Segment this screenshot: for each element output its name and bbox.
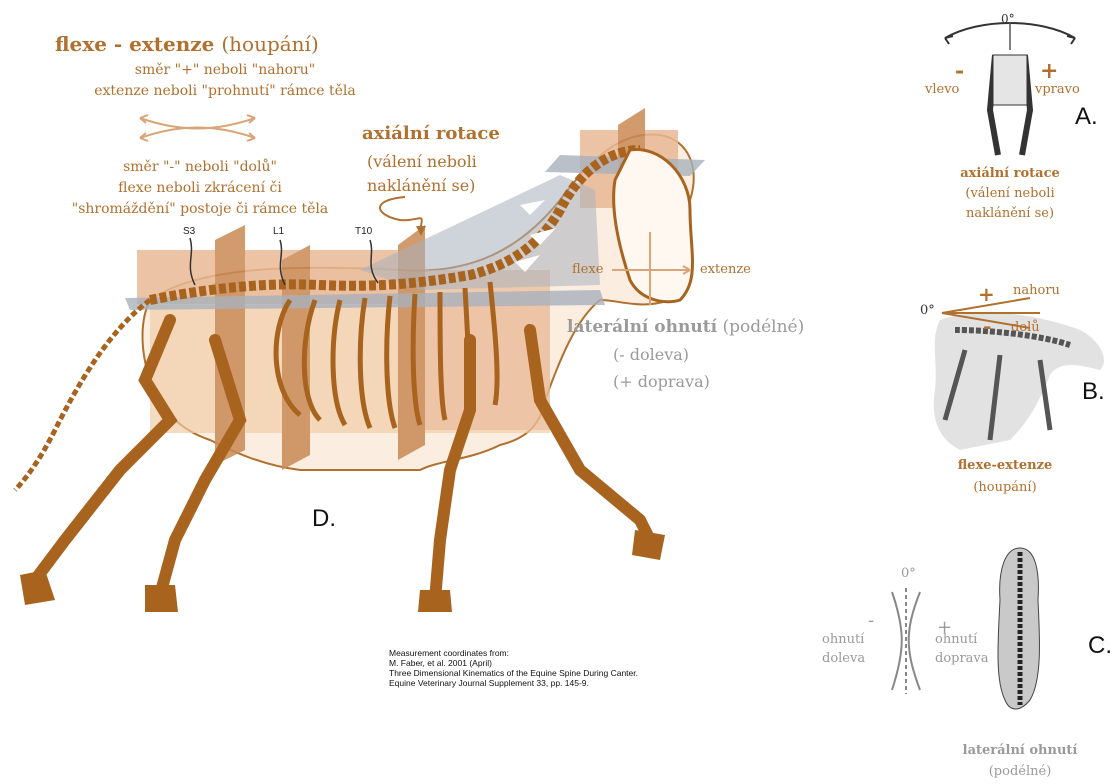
label-c: C. <box>1088 632 1112 660</box>
label-d: D. <box>312 505 336 533</box>
spine-label-t10: T10 <box>355 226 372 237</box>
citation: Measurement coordinates from: M. Faber, … <box>389 648 749 688</box>
panel-b-minus: - <box>983 314 991 338</box>
label-b: B. <box>1082 378 1105 406</box>
panel-c-left: ohnutí doleva <box>822 630 865 668</box>
flex-ext-minus-line1: směr "-" neboli "dolů" <box>20 157 380 178</box>
flex-ext-minus-line2: flexe neboli zkrácení či <box>20 178 380 199</box>
citation-line-3: Three Dimensional Kinematics of the Equi… <box>389 668 749 678</box>
citation-line-4: Equine Veterinary Journal Supplement 33,… <box>389 678 749 688</box>
lateral-left: (- doleva) <box>613 345 689 364</box>
panel-a-plus: + <box>1040 58 1058 84</box>
panel-c-right2: doprava <box>935 649 989 668</box>
lateral-right: (+ doprava) <box>613 372 710 391</box>
head-flexe: flexe <box>572 262 603 277</box>
panel-b-paren: (houpání) <box>935 477 1075 499</box>
panel-b-title: flexe-extenze <box>935 455 1075 477</box>
panel-b-caption: flexe-extenze (houpání) <box>935 455 1075 499</box>
axial-line1: (válení neboli <box>367 150 477 174</box>
panel-c-right: ohnutí doprava <box>935 630 989 668</box>
spine-label-s3: S3 <box>183 226 195 237</box>
flex-ext-minus: směr "-" neboli "dolů" flexe neboli zkrá… <box>20 157 380 220</box>
panel-c-title: laterální ohnutí <box>950 740 1090 761</box>
label-a: A. <box>1075 103 1098 131</box>
head-extenze: extenze <box>700 262 751 277</box>
flex-ext-plus: směr "+" neboli "nahoru" extenze neboli … <box>40 60 410 102</box>
panel-c-zero: 0° <box>901 566 916 581</box>
panel-c-left1: ohnutí <box>822 630 865 649</box>
panel-c-right1: ohnutí <box>935 630 989 649</box>
flex-ext-plus-line1: směr "+" neboli "nahoru" <box>40 60 410 81</box>
flex-ext-plus-line2: extenze neboli "prohnutí" rámce těla <box>40 81 410 102</box>
axial-title: axiální rotace <box>362 123 500 144</box>
panel-b-zero: 0° <box>920 303 935 318</box>
panel-c-caption: laterální ohnutí (podélné) <box>950 740 1090 782</box>
panel-a-minus: - <box>955 58 964 84</box>
panel-b-down: dolů <box>1011 320 1040 335</box>
flex-ext-minus-line3: "shromáždění" postoje či rámce těla <box>20 199 380 220</box>
axial-sub: (válení neboli naklánění se) <box>367 150 477 198</box>
hooves <box>20 530 665 612</box>
axial-arrow <box>380 197 422 230</box>
spine-label-l1: L1 <box>273 226 284 237</box>
panel-a-left: vlevo <box>925 82 959 97</box>
flex-ext-arrows <box>140 115 255 141</box>
panel-c-left2: doleva <box>822 649 865 668</box>
panel-a-caption: axiální rotace (válení neboli naklánění … <box>940 164 1080 224</box>
flex-ext-title: flexe - extenze (houpání) <box>55 32 319 56</box>
panel-a-line1: (válení neboli <box>940 184 1080 204</box>
panel-a-line2: naklánění se) <box>940 204 1080 224</box>
panel-b-up: nahoru <box>1013 283 1060 298</box>
panel-c-minus: - <box>868 610 874 631</box>
panel-a-right: vpravo <box>1035 82 1080 97</box>
citation-line-1: Measurement coordinates from: <box>389 648 749 658</box>
citation-line-2: M. Faber, et al. 2001 (April) <box>389 658 749 668</box>
panel-a-title: axiální rotace <box>940 164 1080 184</box>
lateral-title: laterální ohnutí (podélné) <box>567 317 804 337</box>
axial-line2: naklánění se) <box>367 174 477 198</box>
panel-b-plus: + <box>978 282 995 306</box>
panel-a-zero: 0° <box>1001 12 1015 26</box>
panel-c-paren: (podélné) <box>950 761 1090 782</box>
